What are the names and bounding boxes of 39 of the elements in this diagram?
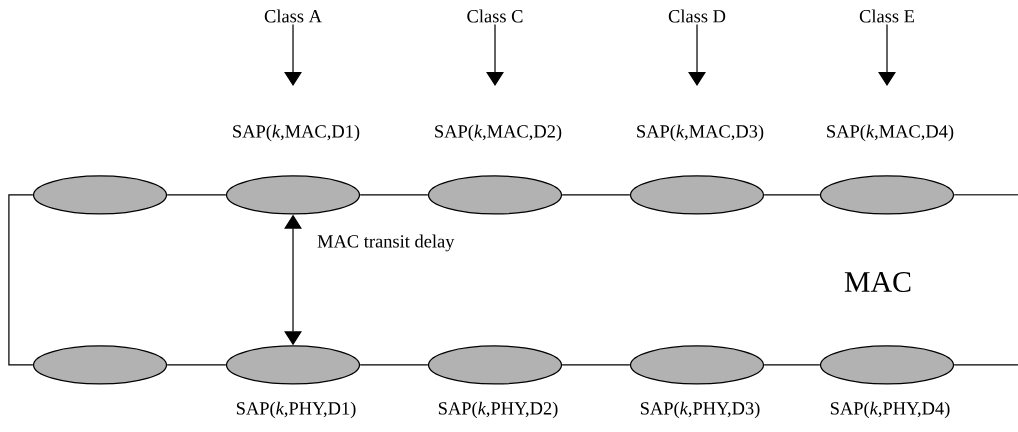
connector-line: [763, 364, 821, 366]
arrow: [688, 23, 706, 86]
class-label: Class C: [467, 9, 523, 23]
edge-label: MAC transit delay: [317, 234, 455, 252]
sap-label: SAP(k,PHY,D1): [236, 401, 356, 419]
sap-label: SAP(k,PHY,D3): [640, 401, 760, 419]
ellipse: [225, 175, 361, 215]
ellipse: [32, 345, 168, 385]
sap-label: SAP(k,PHY,D2): [438, 401, 558, 419]
connector-line: [763, 194, 821, 196]
sap-label: SAP(k,MAC,D4): [827, 124, 954, 142]
layer-label: MAC: [844, 271, 911, 293]
ellipse: [819, 345, 955, 385]
connector-line: [561, 364, 631, 366]
sap-label: SAP(k,MAC,D2): [435, 124, 562, 142]
ellipse: [427, 345, 563, 385]
sap-label: SAP(k,MAC,D3): [637, 124, 764, 142]
arrow: [486, 23, 504, 86]
connector-line: [359, 364, 429, 366]
sap-label: SAP(k,PHY,D4): [830, 401, 950, 419]
connector-line: [359, 194, 429, 196]
ellipse: [225, 345, 361, 385]
connector-line: [166, 364, 227, 366]
connector-line: [8, 194, 34, 366]
ellipse: [629, 345, 765, 385]
ellipse: [629, 175, 765, 215]
connector-line: [166, 194, 227, 196]
ellipse: [427, 175, 563, 215]
arrow: [878, 23, 896, 86]
connector-line: [953, 194, 1018, 196]
class-label: Class E: [859, 9, 914, 23]
class-label: Class A: [264, 9, 322, 23]
ellipse: [32, 175, 168, 215]
arrow: [284, 23, 302, 86]
sap-label: SAP(k,MAC,D1): [233, 124, 360, 142]
ellipse: [819, 175, 955, 215]
connector-line: [953, 364, 1018, 366]
connector-line: [561, 194, 631, 196]
class-label: Class D: [668, 9, 726, 23]
